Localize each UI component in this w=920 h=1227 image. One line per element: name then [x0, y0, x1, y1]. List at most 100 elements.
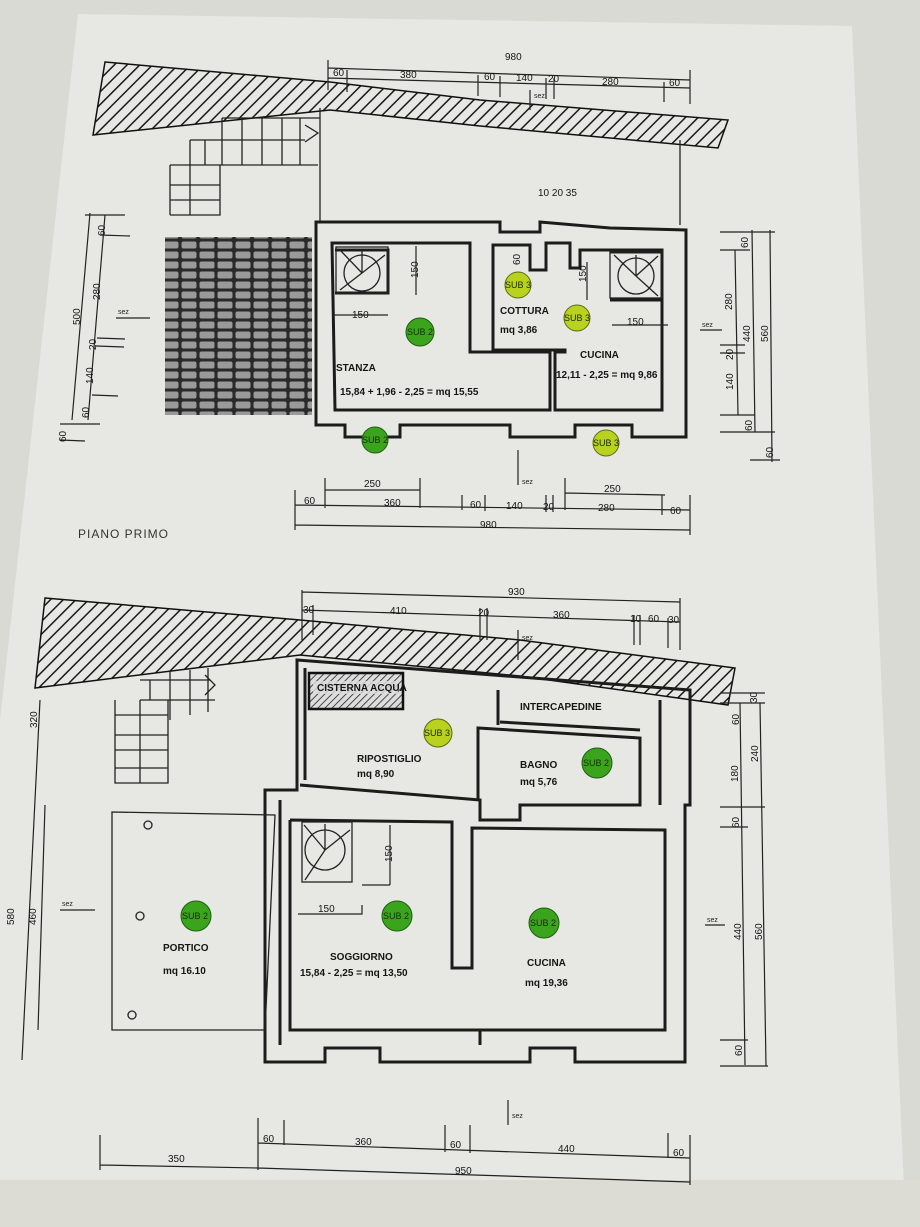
- drawing-stroke: [303, 824, 351, 881]
- sub-badge: SUB 2: [361, 426, 389, 454]
- drawing-stroke: [330, 241, 552, 412]
- room-name-cisterna: CISTERNA ACQUA: [317, 683, 407, 694]
- sub-badge: SUB 3: [592, 429, 620, 457]
- sub-badge: SUB 3: [563, 304, 591, 332]
- sub-badge: SUB 3: [504, 271, 532, 299]
- dim-label: 950: [455, 1166, 472, 1177]
- dim-label: 280: [602, 77, 619, 88]
- dim-label: 20: [548, 74, 560, 85]
- section-mark: sez: [522, 635, 533, 642]
- drawing-stroke: [111, 811, 276, 1031]
- drawing-stroke: [504, 271, 532, 299]
- dim-label: 460: [28, 908, 39, 925]
- dim-label: 60: [512, 253, 523, 265]
- dim-label: 320: [29, 711, 40, 728]
- dim-label: 150: [627, 317, 644, 328]
- room-name-ripostiglio: RIPOSTIGLIO: [357, 754, 422, 765]
- drawing-stroke: [304, 124, 320, 143]
- drawing-stroke: [169, 117, 320, 216]
- dim-label: 560: [754, 923, 765, 940]
- drawing-stroke: [332, 246, 668, 326]
- dim-label: 60: [333, 68, 345, 79]
- cistern-label-bg: [313, 681, 398, 694]
- dim-label: 60: [450, 1140, 462, 1151]
- dim-label: 280: [724, 293, 735, 310]
- sub-badge-label: SUB 3: [505, 280, 531, 290]
- roof-hatch: [34, 597, 736, 706]
- dim-label: 360: [384, 498, 401, 509]
- sub-badge: SUB 2: [180, 900, 212, 932]
- dim-label: 60: [304, 496, 316, 507]
- drawing-stroke: [327, 60, 691, 110]
- dim-label: 440: [558, 1144, 575, 1155]
- sub-badge-label: SUB 3: [424, 728, 450, 738]
- dim-label: 30: [668, 615, 680, 626]
- dim-label: 60: [734, 1044, 745, 1056]
- dim-label: 10: [630, 614, 642, 625]
- dim-label: 30: [749, 691, 760, 703]
- sub-badge: SUB 2: [528, 907, 560, 939]
- drawing-stroke: [298, 825, 391, 915]
- dim-label: 20: [543, 502, 555, 513]
- drawing-stroke: [335, 246, 389, 294]
- room-area-portico: mq 16.10: [163, 966, 206, 977]
- sub-badge-label: SUB 2: [407, 327, 433, 337]
- floor-title: PIANO PRIMO: [78, 527, 169, 541]
- drawing-stroke: [361, 426, 389, 454]
- drawing-stroke: [528, 907, 560, 939]
- room-area-soggiorno: 15,84 - 2,25 = mq 13,50: [300, 968, 408, 979]
- dim-label: 20: [88, 338, 99, 350]
- sub-badge-label: SUB 2: [530, 918, 556, 928]
- sub-badge-label: SUB 2: [583, 758, 609, 768]
- first-floor-plan: 150 150 150 150 60 10 20 35 STANZA 15,84…: [58, 52, 780, 535]
- room-name-cucina-ground: CUCINA: [527, 958, 566, 969]
- sub-badge-label: SUB 3: [564, 313, 590, 323]
- dim-label: 580: [6, 908, 17, 925]
- dim-label: 60: [740, 236, 751, 248]
- dim-label: 60: [669, 78, 681, 89]
- dim-label: 240: [750, 745, 761, 762]
- section-mark: sez: [512, 1113, 523, 1120]
- dim-label: 500: [72, 308, 83, 325]
- sub-badge: SUB 2: [581, 747, 613, 779]
- sub-badge-label: SUB 3: [593, 438, 619, 448]
- dim-label: 60: [58, 430, 69, 442]
- dim-label: 60: [731, 713, 742, 725]
- spiral-stair: [301, 821, 353, 883]
- drawing-stroke: [180, 900, 212, 932]
- drawing-stroke: [301, 590, 681, 660]
- dim-label: 60: [744, 419, 755, 431]
- section-mark: sez: [522, 479, 533, 486]
- drawing-stroke: [563, 304, 591, 332]
- dim-label: 60: [670, 506, 682, 517]
- dim-label: 60: [673, 1148, 685, 1159]
- dim-label: 150: [318, 904, 335, 915]
- section-mark: sez: [62, 901, 73, 908]
- dim-label: 60: [484, 72, 496, 83]
- dim-label: 60: [263, 1134, 275, 1145]
- room-area-cottura: mq 3,86: [500, 325, 538, 336]
- column-marker: [127, 1010, 137, 1020]
- dim-label: 560: [760, 325, 771, 342]
- dim-label: 140: [516, 73, 533, 84]
- dim-label: 140: [725, 373, 736, 390]
- drawing-stroke: [204, 674, 216, 696]
- dim-label: 150: [578, 265, 589, 282]
- room-area-cucina-ground: mq 19,36: [525, 978, 568, 989]
- dim-label: 980: [505, 52, 522, 63]
- room-name-stanza: STANZA: [336, 363, 376, 374]
- drawing-stroke: [339, 249, 386, 291]
- dim-label: 180: [730, 765, 741, 782]
- drawing-stroke: [405, 317, 435, 347]
- drawing-stroke: [299, 668, 642, 822]
- roof-hatch: [92, 61, 730, 149]
- dim-label: 150: [352, 310, 369, 321]
- dim-label: 140: [506, 501, 523, 512]
- exterior-stair: [169, 117, 320, 216]
- ground-floor-walls: [263, 658, 692, 1064]
- drawing-stroke: [609, 251, 663, 299]
- dim-label: 280: [598, 503, 615, 514]
- drawing-stroke: [278, 690, 667, 1045]
- dim-label: 930: [508, 587, 525, 598]
- dim-label: 60: [470, 500, 482, 511]
